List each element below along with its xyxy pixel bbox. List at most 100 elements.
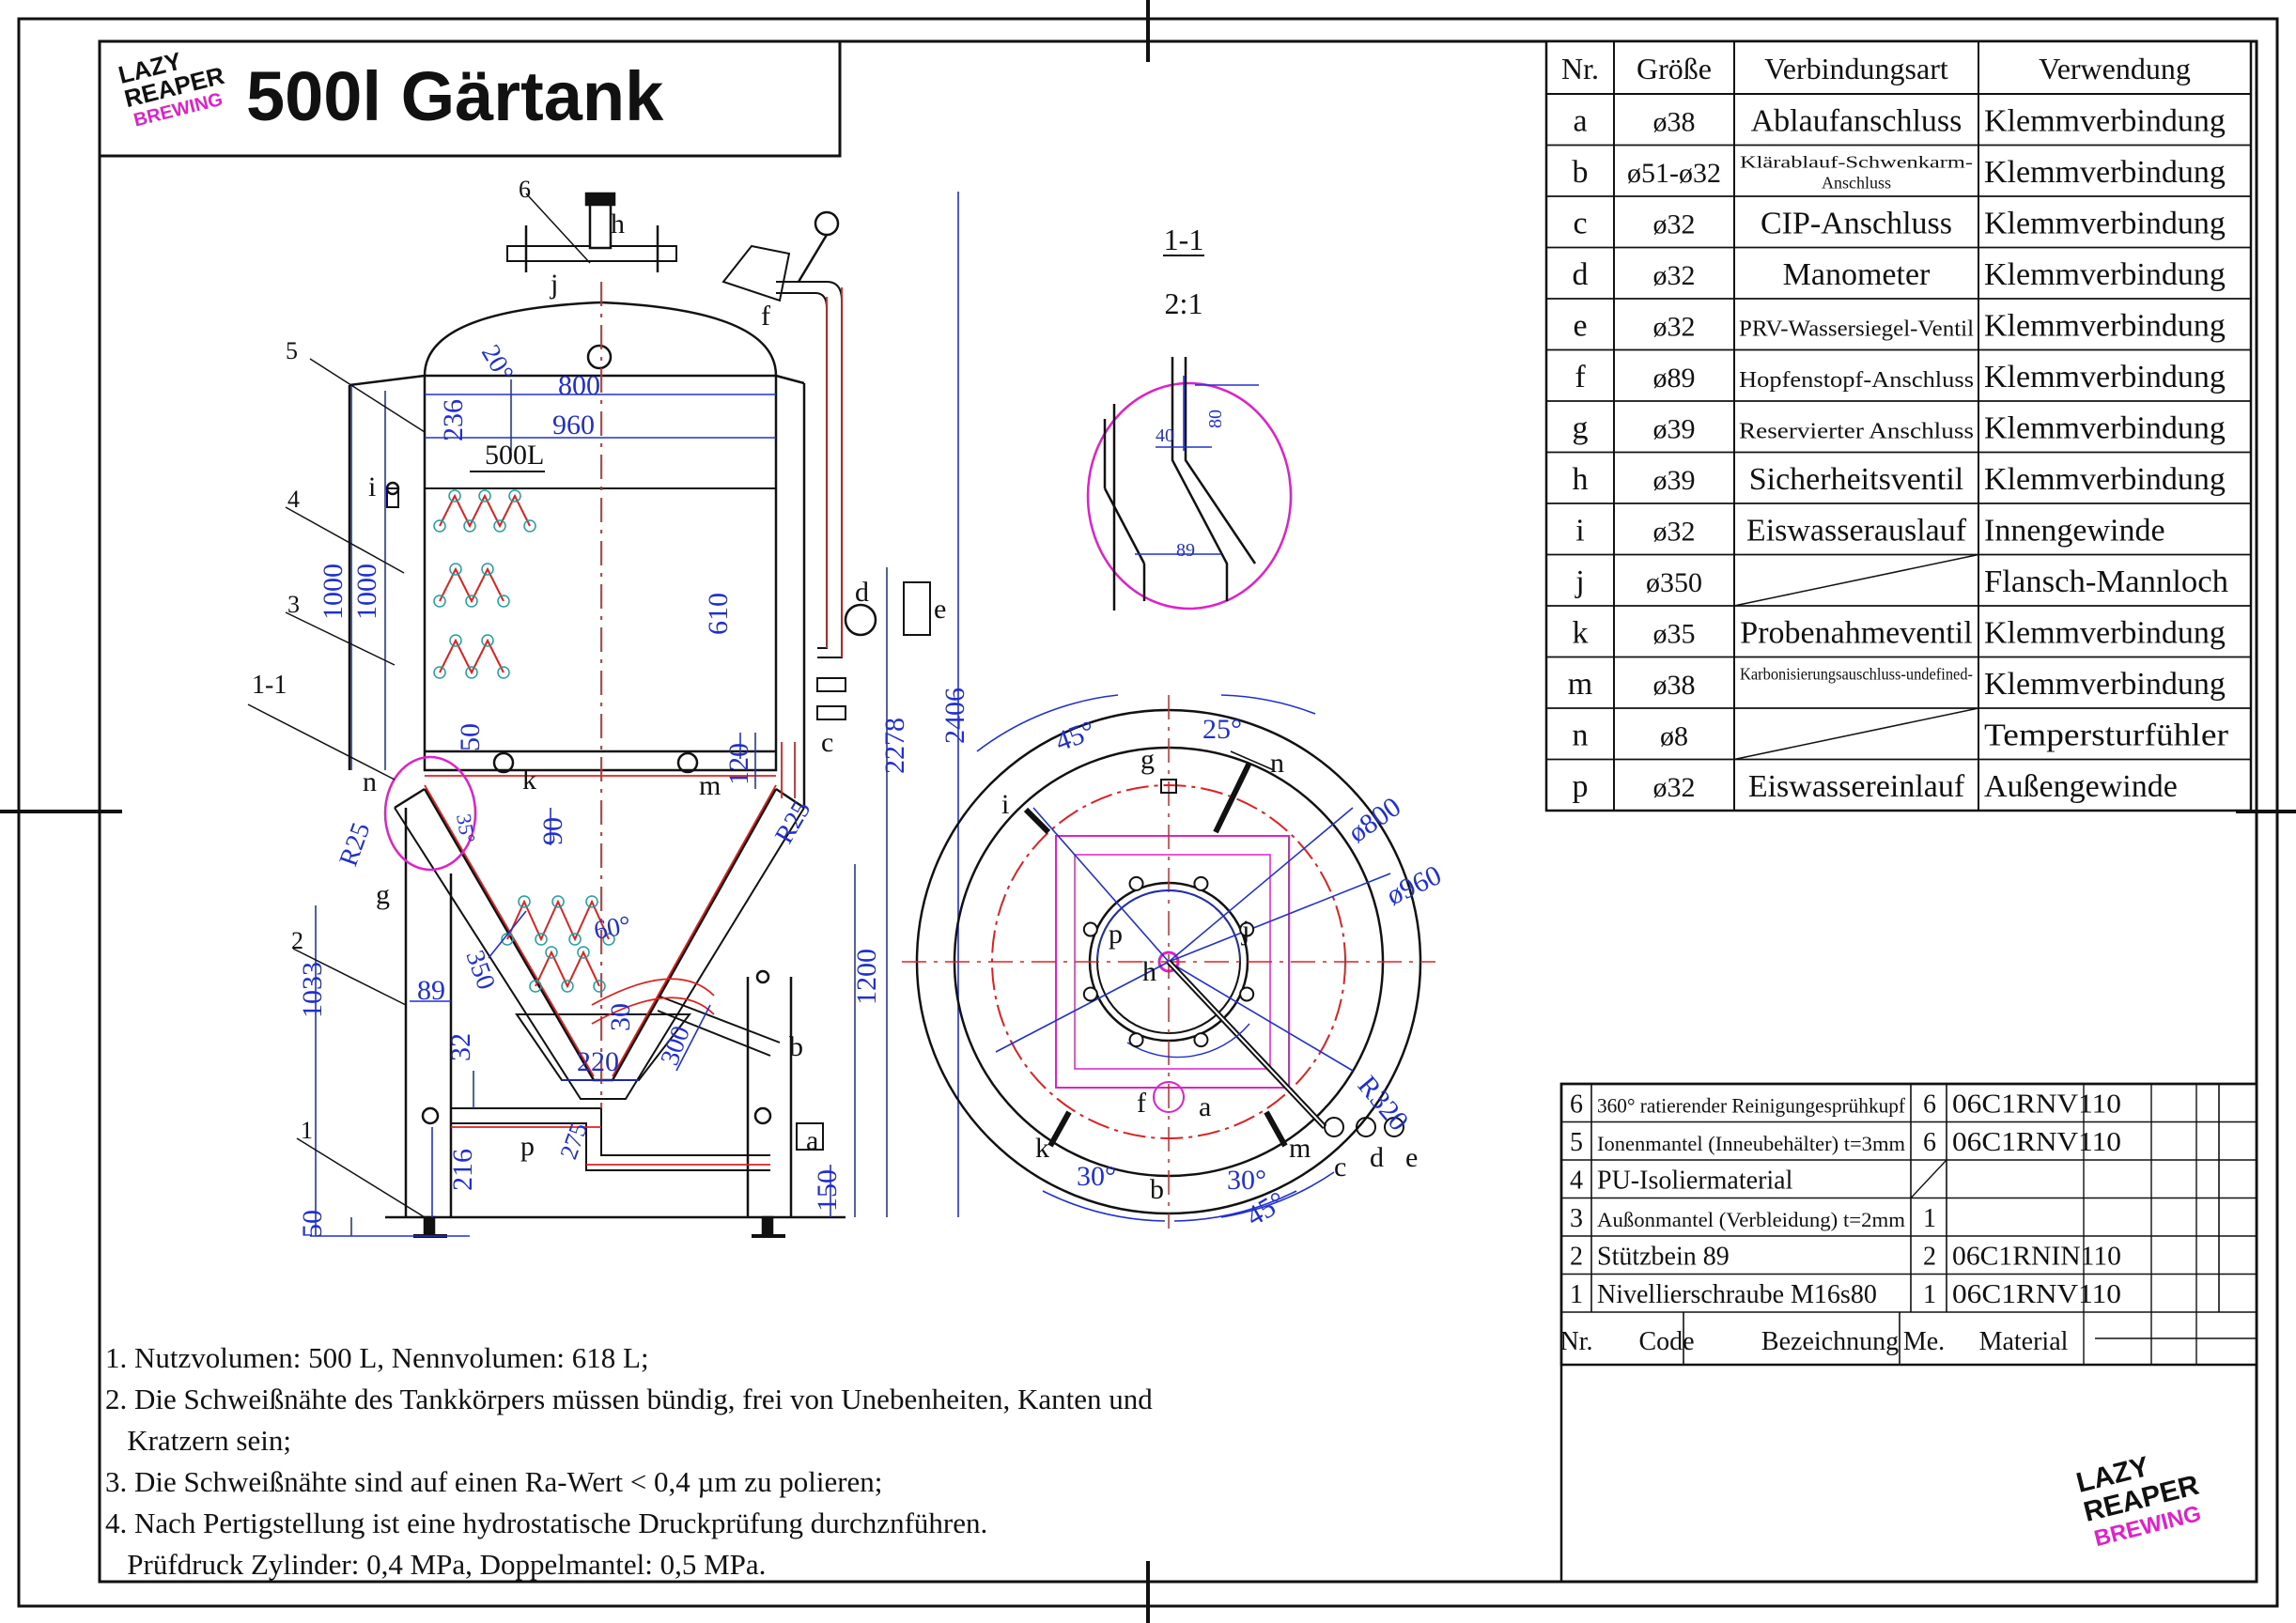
connection-nr: d (1573, 257, 1589, 292)
connection-size: ø39 (1653, 413, 1696, 444)
dimension-label: 1000 (351, 564, 382, 620)
connection-letter: c (821, 727, 833, 758)
connection-letter: k (522, 765, 536, 796)
connection-letter: n (363, 766, 377, 797)
top-connection-letter: n (1270, 748, 1284, 779)
dimension-label: 60° (592, 911, 633, 946)
part-qty: 6 (1923, 1128, 1936, 1157)
part-nr: 1 (1570, 1280, 1583, 1309)
connection-letter: a (806, 1125, 818, 1156)
top-connection-letter: e (1405, 1142, 1418, 1173)
note-line: Prüfdruck Zylinder: 0,4 MPa, Doppelmante… (105, 1548, 767, 1581)
part-callout: 3 (287, 591, 300, 618)
part-callout: 5 (286, 337, 298, 364)
connection-size: ø8 (1660, 720, 1688, 751)
connection-use: Klemmverbindung (1984, 615, 2226, 650)
connection-type: Ablaufanschluss (1751, 103, 1962, 138)
connection-nr: p (1573, 769, 1589, 804)
detail-circle-side (383, 755, 477, 872)
connection-size: ø32 (1653, 260, 1696, 291)
connection-header: Größe (1637, 52, 1712, 85)
parts-table: 6 360° ratierender Reinigungesprühkupf 6 06… (1560, 1082, 2258, 1584)
parts-header: Bezeichnung (1761, 1327, 1899, 1356)
connection-type: Karbonisierungsauschluss-undefined- (1740, 665, 1973, 684)
dimension-label: 960 (552, 410, 595, 441)
dimension-label: 2278 (879, 718, 910, 774)
connection-header: Verwendung (2039, 52, 2191, 85)
section-mark: 1-1 (252, 671, 287, 700)
top-connection-letter: m (1289, 1133, 1311, 1164)
dimension-label: 350 (459, 947, 500, 994)
top-view (902, 694, 1435, 1229)
connection-nr: n (1573, 718, 1589, 752)
dimension-label: 610 (703, 593, 734, 635)
connection-letter: p (520, 1131, 535, 1162)
detail-dimension: 80 (1205, 410, 1226, 428)
connection-size: ø35 (1653, 618, 1696, 649)
dimension-label: 50 (455, 723, 486, 751)
outer-shell (423, 376, 778, 772)
parts-header: Me. (1903, 1327, 1945, 1356)
connection-use: Klemmverbindung (1984, 257, 2226, 292)
connection-size: ø32 (1653, 209, 1696, 240)
connection-use: Innengewinde (1984, 513, 2165, 548)
top-dimension-label: 30° (1077, 1161, 1116, 1192)
connection-use: Außengewinde (1984, 769, 2178, 804)
connection-use: Klemmverbindung (1984, 667, 2226, 702)
top-connection-letter: f (1137, 1088, 1146, 1119)
connection-header: Nr. (1561, 52, 1599, 85)
dimension-label: 120 (723, 743, 754, 785)
part-qty: 1 (1923, 1280, 1936, 1309)
notes-block: 1. Nutzvolumen: 500 L, Nennvolumen: 618 … (105, 1337, 1186, 1585)
part-desc: Ionenmantel (Inneubehälter) t=3mm (1597, 1132, 1905, 1155)
connection-use: Klemmverbindung (1984, 360, 2226, 394)
top-dome (423, 301, 778, 377)
top-connection-letter: d (1370, 1142, 1384, 1173)
connection-nr: i (1575, 513, 1584, 548)
parts-header: Nr. (1560, 1327, 1593, 1356)
connection-type: Eiswassereinlauf (1748, 769, 1965, 804)
part-desc: 360° ratierender Reinigungesprühkupf (1597, 1093, 1906, 1117)
note-line: 4. Nach Pertigstellung ist eine hydrosta… (105, 1507, 988, 1539)
detail-dimension: 89 (1176, 540, 1195, 561)
note-line: 3. Die Schweißnähte sind auf einen Ra-We… (105, 1465, 883, 1498)
connection-letter: h (611, 209, 625, 240)
connection-size: ø32 (1653, 772, 1696, 803)
part-material: 06C1RNV110 (1952, 1280, 2121, 1309)
top-dimension-label: 30° (1227, 1165, 1266, 1196)
connection-use: Klemmverbindung (1984, 103, 2226, 138)
title-box (98, 39, 842, 158)
connection-nr: h (1573, 462, 1589, 497)
dimension-label: R25 (769, 796, 816, 849)
part-nr: 6 (1570, 1090, 1583, 1119)
dimension-label: 35° (452, 812, 480, 845)
connection-nr: e (1573, 308, 1587, 343)
connection-size: ø32 (1653, 311, 1696, 342)
connection-use: Tempersturfühler (1984, 718, 2229, 752)
part-qty: 2 (1923, 1242, 1936, 1271)
part-desc: PU-Isoliermaterial (1597, 1166, 1793, 1195)
part-nr: 2 (1570, 1242, 1583, 1271)
dimension-label: 2406 (939, 688, 970, 744)
dimension-label: 1000 (318, 564, 349, 620)
note-line: Kratzern sein; (105, 1424, 291, 1457)
connection-size: ø39 (1653, 465, 1696, 496)
dimension-label: 150 (812, 1169, 843, 1212)
top-connection-letter: a (1199, 1091, 1211, 1122)
detail-name: 1-1 (1164, 223, 1204, 256)
parts-header: Material (1979, 1327, 2069, 1356)
dimension-label: 32 (445, 1033, 476, 1061)
connection-letter: m (699, 770, 721, 801)
part-desc: Nivellierschraube M16s80 (1597, 1280, 1877, 1309)
detail-circle-zoom (1086, 381, 1293, 611)
side-view (348, 192, 931, 1238)
dimension-label: 1200 (851, 949, 882, 1005)
part-desc: Außonmantel (Verbleidung) t=2mm (1597, 1208, 1905, 1231)
page-title: 500l Gärtank (246, 57, 664, 135)
connection-nr: m (1568, 667, 1592, 702)
dimension-label: 800 (558, 370, 600, 401)
connection-type: Reservierter Anschluss (1739, 419, 1974, 443)
